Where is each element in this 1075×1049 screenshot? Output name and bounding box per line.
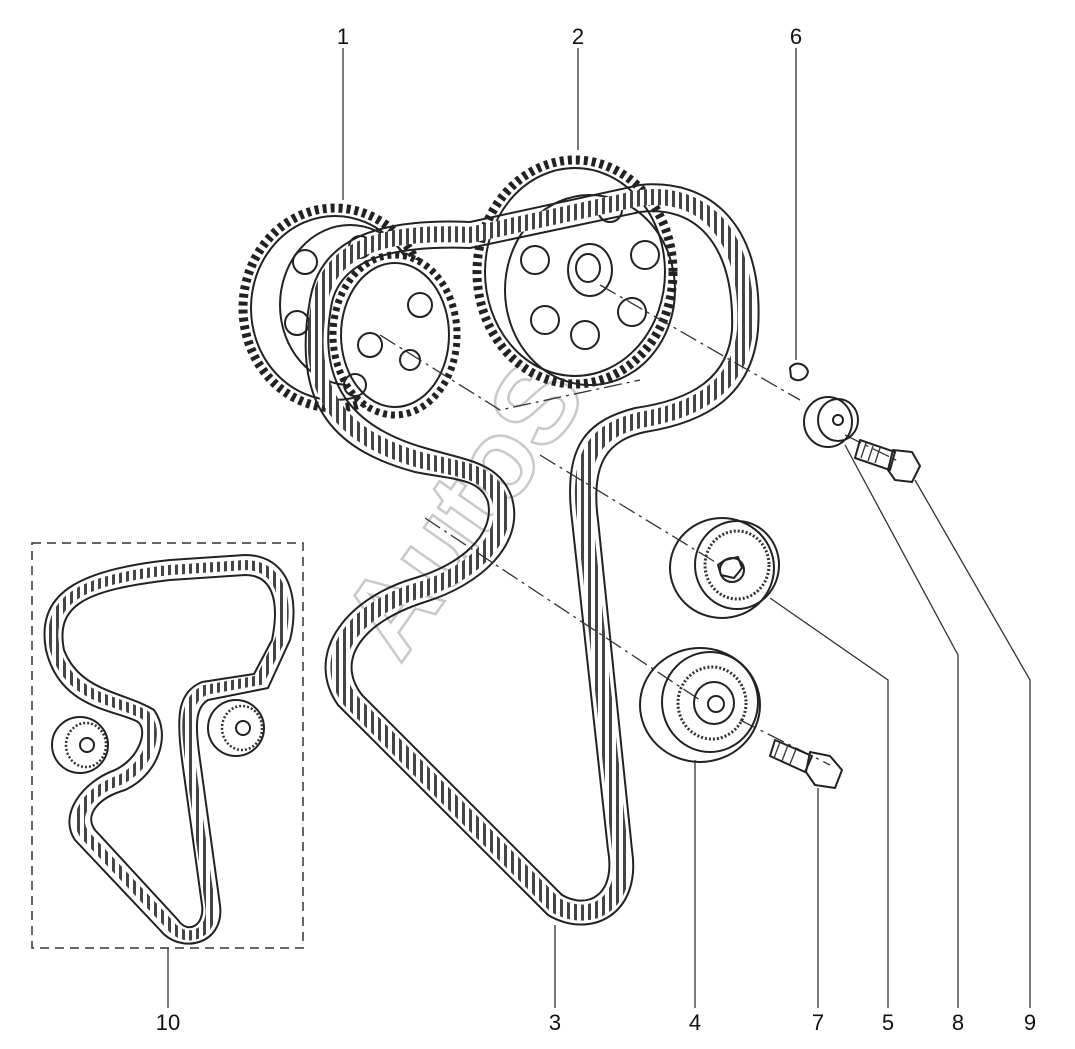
timing-belt-3 <box>304 183 760 926</box>
timing-kit-10 <box>31 542 304 949</box>
callout-4: 4 <box>689 1010 701 1035</box>
leader-9 <box>914 479 1031 1008</box>
tensioner-roller-4 <box>639 647 761 763</box>
washer-8 <box>803 396 859 448</box>
camshaft-sprocket-front <box>329 251 461 419</box>
bolt-7 <box>769 739 843 789</box>
callout-6: 6 <box>790 24 802 49</box>
centerline-sprockets <box>379 284 801 411</box>
callout-2: 2 <box>572 24 584 49</box>
bolt-9 <box>854 439 921 483</box>
callout-9: 9 <box>1024 1010 1036 1035</box>
leader-5 <box>769 597 889 1008</box>
woodruff-key-6 <box>789 362 809 382</box>
idler-pulley-5 <box>669 517 780 619</box>
leader-8 <box>844 444 959 1008</box>
centerline-washer <box>844 434 901 463</box>
centerline-bolt-7 <box>739 719 831 766</box>
callout-10: 10 <box>156 1010 180 1035</box>
callout-1: 1 <box>337 24 349 49</box>
callout-8: 8 <box>952 1010 964 1035</box>
callout-5: 5 <box>882 1010 894 1035</box>
centerline-tensioner <box>424 517 701 701</box>
centerline-idler <box>539 454 721 566</box>
callout-7: 7 <box>812 1010 824 1035</box>
callout-3: 3 <box>549 1010 561 1035</box>
